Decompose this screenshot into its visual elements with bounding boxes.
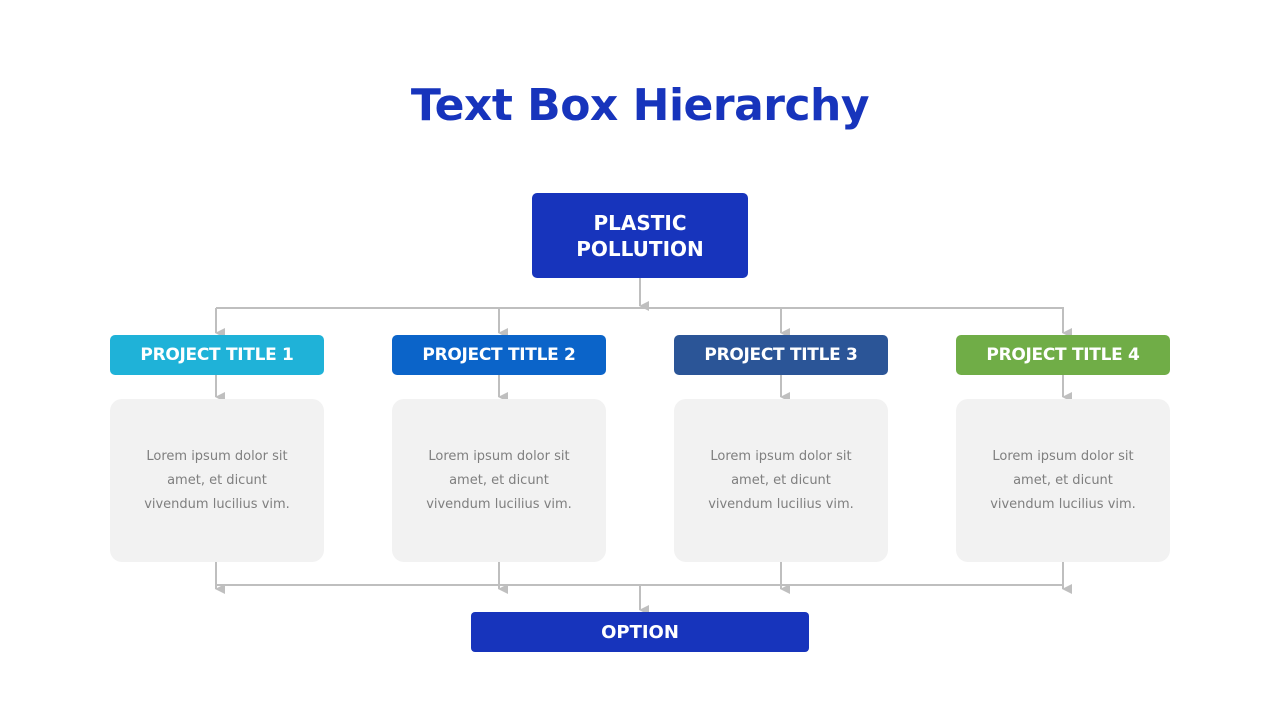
project-4-body-text: Lorem ipsum dolor sit amet, et dicunt vi… <box>990 448 1136 512</box>
project-2-body-text: Lorem ipsum dolor sit amet, et dicunt vi… <box>426 448 572 512</box>
project-title-3-label: PROJECT TITLE 3 <box>704 345 858 365</box>
project-title-2-label: PROJECT TITLE 2 <box>422 345 576 365</box>
project-1-body-text: Lorem ipsum dolor sit amet, et dicunt vi… <box>144 448 290 512</box>
project-title-3-box: PROJECT TITLE 3 <box>674 335 888 375</box>
project-3-text-card: Lorem ipsum dolor sit amet, et dicunt vi… <box>674 399 888 562</box>
option-label: OPTION <box>601 621 679 643</box>
option-node: OPTION <box>471 612 809 652</box>
project-4-text-card: Lorem ipsum dolor sit amet, et dicunt vi… <box>956 399 1170 562</box>
root-node-plastic-pollution: PLASTIC POLLUTION <box>532 193 748 278</box>
project-title-4-box: PROJECT TITLE 4 <box>956 335 1170 375</box>
project-title-1-label: PROJECT TITLE 1 <box>140 345 294 365</box>
root-node-label: PLASTIC POLLUTION <box>576 210 704 261</box>
project-title-4-label: PROJECT TITLE 4 <box>986 345 1140 365</box>
project-2-text-card: Lorem ipsum dolor sit amet, et dicunt vi… <box>392 399 606 562</box>
project-title-2-box: PROJECT TITLE 2 <box>392 335 606 375</box>
project-1-text-card: Lorem ipsum dolor sit amet, et dicunt vi… <box>110 399 324 562</box>
project-3-body-text: Lorem ipsum dolor sit amet, et dicunt vi… <box>708 448 854 512</box>
slide-title: Text Box Hierarchy <box>410 80 870 131</box>
project-title-1-box: PROJECT TITLE 1 <box>110 335 324 375</box>
